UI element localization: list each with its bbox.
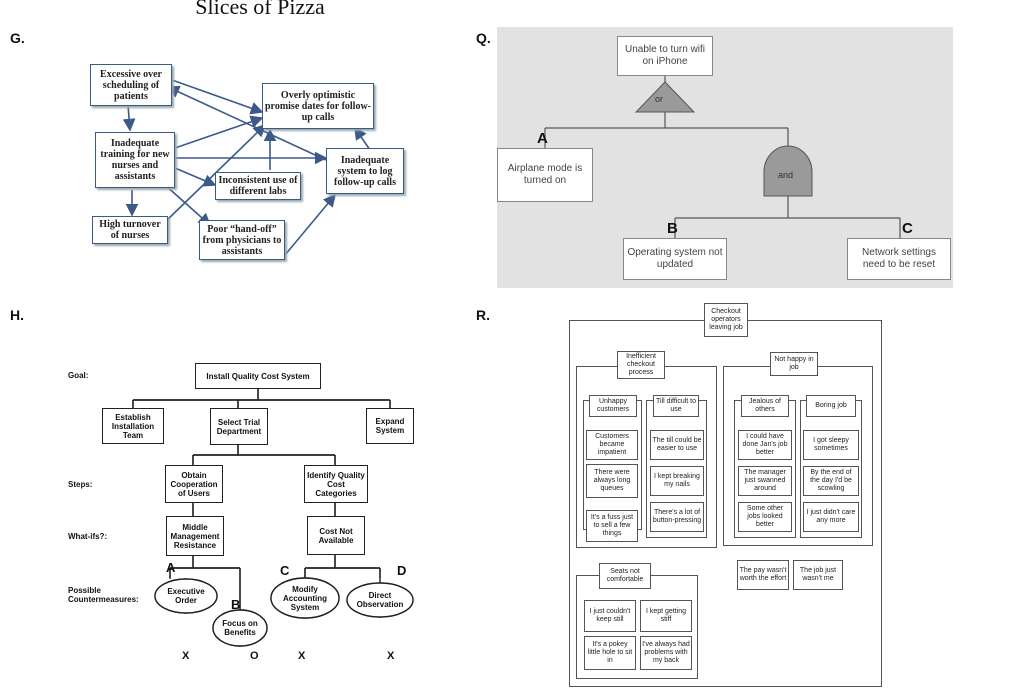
r-item-s4: I've always had problems with my back <box>640 636 692 670</box>
q-box-a: Airplane mode is turned on <box>497 148 593 202</box>
h-mark-2: O <box>250 650 259 662</box>
h-label-whatifs: What-ifs?: <box>68 532 108 541</box>
h-cloud-executive: Executive Order <box>167 587 205 605</box>
h-cloud-shape-a <box>154 578 218 614</box>
g-box-training: Inadequate training for new nurses and a… <box>95 132 175 188</box>
g-box-turnover: High turnover of nurses <box>92 216 168 244</box>
q-or-gate-shape <box>634 81 696 113</box>
h-box-establish: Establish Installation Team <box>102 408 164 444</box>
q-label-a: A <box>537 130 548 147</box>
r-c4-title: Boring job <box>806 395 856 417</box>
q-label-b: B <box>667 220 678 237</box>
h-box-goal: Install Quality Cost System <box>195 363 321 389</box>
panel-letter-q: Q. <box>476 30 491 46</box>
h-box-obtain: Obtain Cooperation of Users <box>165 465 223 503</box>
g-box-handoff: Poor “hand-off” from physicians to assis… <box>199 220 285 260</box>
h-box-select: Select Trial Department <box>210 408 268 445</box>
panel-letter-g: G. <box>10 30 25 46</box>
r-item-s1: I just couldn't keep still <box>584 600 636 632</box>
h-cloud-shape-c <box>270 577 340 619</box>
h-mark-4: X <box>387 650 395 662</box>
h-label-counter: Possible Countermeasures: <box>68 586 139 604</box>
h-box-expand: Expand System <box>366 408 414 444</box>
r-c2-title: Till difficult to use <box>653 395 699 417</box>
g-box-optimistic: Overly optimistic promise dates for foll… <box>262 83 374 129</box>
q-or-label: or <box>655 94 664 104</box>
h-mark-3: X <box>298 650 306 662</box>
r-item-pay: The pay wasn't worth the effort <box>737 560 789 590</box>
r-item-b3: I just didn't care any more <box>803 502 859 532</box>
h-cloud-shape-b <box>212 609 268 647</box>
h-mark-1: X <box>182 650 190 662</box>
h-cloud-direct: Direct Observation <box>356 591 404 609</box>
r-item-u2: There were always long queues <box>586 464 638 498</box>
r-group2-title: Not happy in job <box>770 352 818 376</box>
r-item-fuss: It's a fuss just to sell a few things <box>586 510 638 542</box>
r-item-notme: The job just wasn't me <box>793 560 843 590</box>
r-item-j3: Some other jobs looked better <box>738 502 792 532</box>
h-letter-b: B <box>231 597 241 612</box>
q-label-c: C <box>902 220 913 237</box>
h-cloud-modify: Modify Accounting System <box>283 584 327 612</box>
q-top-event: Unable to turn wifi on iPhone <box>617 36 713 76</box>
r-item-j1: I could have done Jan's job better <box>738 430 792 460</box>
h-cloud-focus: Focus on Benefits <box>222 619 258 637</box>
r-group1-title: Inefficient checkout process <box>617 351 665 379</box>
h-label-goal: Goal: <box>68 371 89 380</box>
h-box-middle: Middle Management Resistance <box>166 516 224 556</box>
q-and-label: and <box>778 170 794 180</box>
h-label-steps: Steps: <box>68 480 93 489</box>
r-item-u1: Customers became impatient <box>586 430 638 460</box>
g-box-system: Inadequate system to log follow-up calls <box>326 148 404 194</box>
panel-letter-r: R. <box>476 307 490 323</box>
r-item-b1: I got sleepy sometimes <box>803 430 859 460</box>
g-box-labs: Inconsistent use of different labs <box>215 172 301 200</box>
r-c3-title: Jealous of others <box>741 395 789 417</box>
r-item-t2: I kept breaking my nails <box>650 466 704 496</box>
q-box-c: Network settings need to be reset <box>847 238 951 280</box>
r-item-j2: The manager just swanned around <box>738 466 792 496</box>
top-title: Slices of Pizza <box>195 0 325 19</box>
h-letter-a: A <box>166 560 176 575</box>
r-c1-title: Unhappy customers <box>589 395 637 417</box>
g-box-excessive: Excessive over scheduling of patients <box>90 64 172 106</box>
r-group3-title: Seats not comfortable <box>599 563 651 589</box>
r-item-t3: There's a lot of button-pressing <box>650 502 704 532</box>
r-root: Checkout operators leaving job <box>704 303 748 337</box>
h-cloud-shape-d <box>346 582 414 618</box>
r-item-s3: It's a pokey little hole to sit in <box>584 636 636 670</box>
q-and-gate-shape <box>763 145 813 197</box>
r-item-s2: I kept getting stiff <box>640 600 692 632</box>
r-item-b2: By the end of the day I'd be scowling <box>803 466 859 496</box>
q-box-b: Operating system not updated <box>623 238 727 280</box>
panel-letter-h: H. <box>10 307 24 323</box>
h-letter-c: C <box>280 563 290 578</box>
h-box-identify: Identify Quality Cost Categories <box>304 465 368 503</box>
h-letter-d: D <box>397 563 407 578</box>
h-box-cost: Cost Not Available <box>307 516 365 555</box>
r-item-t1: The till could be easier to use <box>650 430 704 460</box>
